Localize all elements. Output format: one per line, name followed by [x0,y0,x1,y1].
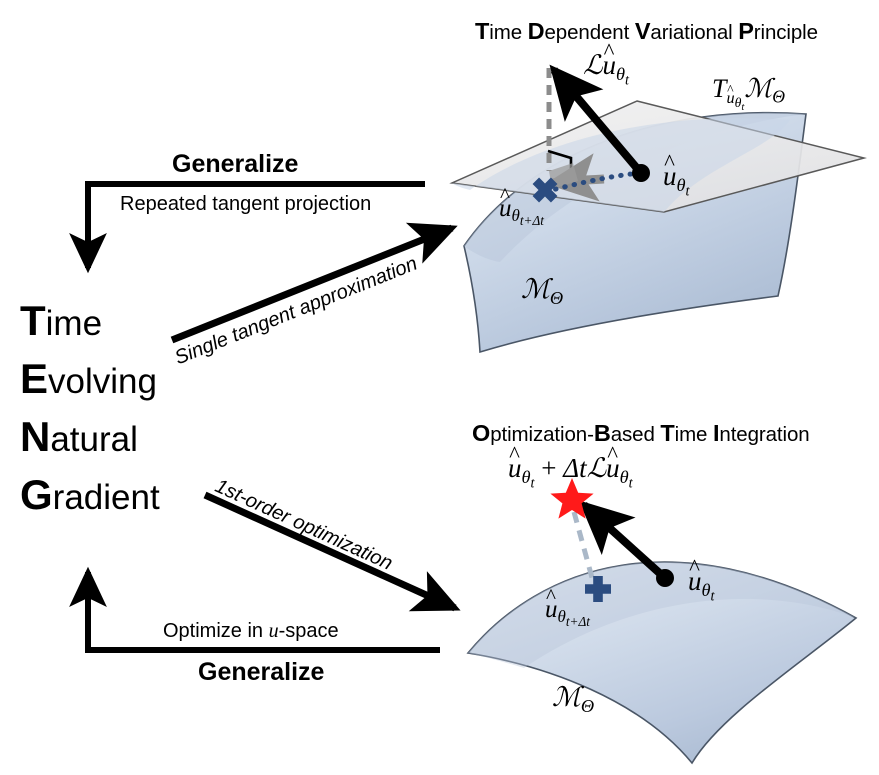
tdvp-rest-3: ariational [650,21,733,44]
geodesic-dotted-curve [549,170,643,193]
obti-cap-4: I [712,420,720,446]
obti-rest-4: ntegration [719,423,810,446]
teng-rest-evolving: volving [48,362,157,401]
manifold-surface-bottom [466,561,858,765]
bottom-panel-title: Optimization-Based Time Integration [472,420,810,447]
teng-cap-n: N [20,413,51,460]
point-next-marker-bottom [585,576,611,602]
top-panel-title: Time Dependent Variational Principle [475,18,818,45]
target-star-label: ^uθt + Δtℒ^uθt [508,441,633,492]
point-next-label-bottom: ^uθt+Δt [545,584,590,630]
operator-label-top: ℒ^uθt [583,38,629,89]
teng-acronym: Time Evolving Natural Gradient [20,300,160,516]
obti-cap-1: O [472,420,491,446]
teng-rest-natural: atural [50,420,138,459]
tdvp-rest-1: ime [489,21,522,44]
obti-rest-3: ime [674,423,708,446]
tangent-space-label: T^uθtℳΘ [712,74,785,113]
generalize-top-label: Generalize [172,150,299,178]
tdvp-rest-2: ependent [544,21,630,44]
single-tangent-arrow [170,222,458,344]
tdvp-cap-3: V [634,18,651,44]
teng-rest-time: ime [45,304,103,343]
point-current-label-top: ^uθt [663,149,690,200]
tdvp-cap-2: D [527,18,545,44]
repeated-tangent-projection-label: Repeated tangent projection [120,193,372,215]
first-order-optimization-arrow [203,491,461,612]
optimize-suffix: -space [278,620,339,642]
teng-cap-e: E [20,355,49,402]
tdvp-cap-4: P [738,18,754,44]
obti-cap-3: T [660,420,675,446]
target-star-marker [550,478,594,519]
manifold-label-bottom: ℳΘ [552,682,595,716]
obti-cap-2: B [593,420,611,446]
obti-rest-1: ptimization- [490,423,594,446]
tdvp-cap-1: T [475,18,490,44]
generalize-bottom-label: Generalize [198,658,325,686]
teng-line-evolving: Evolving [20,358,160,400]
manifold-crest-shade-bottom [468,562,856,668]
obti-rest-2: ased [610,423,655,446]
operator-arrow-top [549,64,645,176]
generalize-bottom-arrow [69,566,440,653]
optimize-in-u-space-label: Optimize in u-space [163,620,339,643]
tdvp-rest-4: rinciple [753,21,818,44]
teng-line-gradient: Gradient [20,474,160,516]
bottom-panel-geometry [466,478,858,765]
point-current-label-bottom: ^uθt [688,554,715,605]
generalize-top-arrow [69,181,425,274]
teng-cap-g: G [20,471,53,518]
flow-arrows [69,181,461,653]
operator-arrow-bottom [578,500,668,581]
teng-line-time: Time [20,300,160,342]
optimize-math-u: u [268,620,279,642]
manifold-label-top: ℳΘ [521,274,564,308]
teng-cap-t: T [20,297,46,344]
top-panel-geometry [449,64,867,354]
teng-rest-gradient: radient [52,478,160,517]
point-current-bottom [656,569,674,587]
projection-shadow [549,163,578,189]
teng-line-natural: Natural [20,416,160,458]
point-current-top [632,164,650,182]
manifold-front-crest-top [452,118,790,212]
point-next-marker-top [532,177,558,203]
optimize-prefix: Optimize in [163,620,269,642]
point-next-label-top: ^uθt+Δt [499,183,544,229]
update-dashed-line-bottom [571,511,597,586]
